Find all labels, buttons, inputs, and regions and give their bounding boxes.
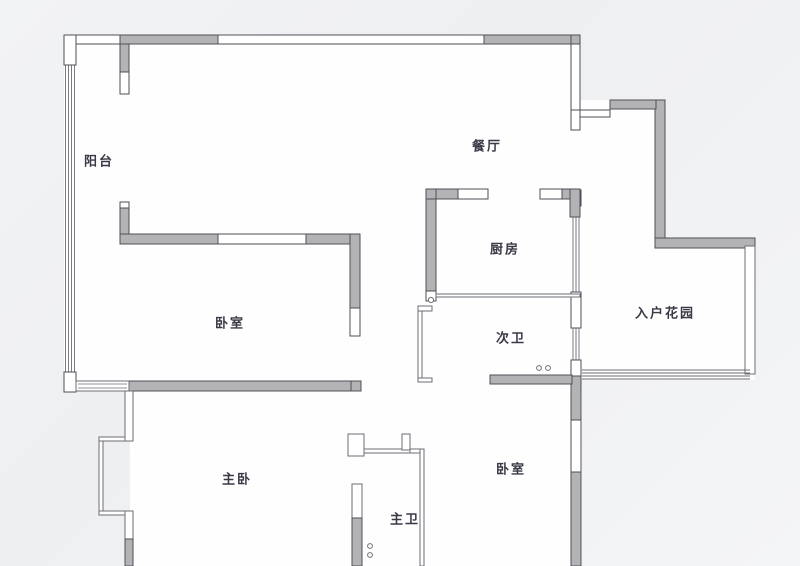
secondary-bath-wall-cap xyxy=(417,305,433,312)
master-left-wall-upper xyxy=(124,390,134,442)
spine-upper-glazing xyxy=(572,206,580,292)
bedroom-left-bottom-corner xyxy=(350,380,362,392)
balcony-access-glazing xyxy=(78,383,127,389)
master-bay-left-wall xyxy=(98,436,104,516)
balcony-access-opening xyxy=(75,380,130,392)
kitchen-bottom-wall xyxy=(435,293,581,298)
master-bath-top-left-jamb xyxy=(347,433,365,457)
balcony-corner-top xyxy=(63,34,77,66)
garden-wall-top xyxy=(609,99,657,110)
secondary-bath-walls xyxy=(417,305,573,385)
kitchen-top-window xyxy=(457,188,489,200)
top-window xyxy=(217,34,485,45)
master-bath-left-wall xyxy=(351,517,363,566)
top-wall-segment-left xyxy=(119,34,219,45)
kitchen-walls xyxy=(425,188,581,304)
bedroom-left-top-wall-a xyxy=(119,233,219,245)
bedroom-left-door-opening xyxy=(217,233,307,245)
top-wall-segment-right xyxy=(483,34,581,45)
bedroom-left-right-opening xyxy=(349,307,361,337)
top-right-corner xyxy=(570,34,581,45)
spine-block-c xyxy=(570,471,582,566)
master-left-wall-lower xyxy=(124,510,134,540)
spine-lower-glazing xyxy=(572,328,580,360)
dining-right-jamb xyxy=(570,109,581,131)
dining-right-window xyxy=(570,43,581,111)
garden-wall-horizontal xyxy=(654,237,756,249)
secondary-bath-wall-foot xyxy=(417,377,433,383)
master-bath-dot-a xyxy=(367,543,373,549)
outer-walls xyxy=(63,34,756,393)
left-bedroom-walls xyxy=(75,201,362,392)
garden-bottom-glazing xyxy=(582,369,750,380)
master-bedroom-walls xyxy=(98,390,134,566)
bedroom-left-wall-cap xyxy=(119,201,130,209)
central-spine-wall xyxy=(570,189,582,566)
bedroom-left-right-wall xyxy=(349,233,361,309)
bedroom-right-window xyxy=(570,419,582,473)
secondary-bath-dot-b xyxy=(545,365,551,371)
master-bath-right-wall xyxy=(419,448,425,566)
master-bath-left-window xyxy=(351,483,363,519)
dining-notch-ledge xyxy=(579,109,611,118)
balcony-divider-opening xyxy=(119,71,130,95)
spine-mid-jamb xyxy=(570,359,582,377)
interior-floor-fills xyxy=(64,35,755,566)
master-bath-dot-b xyxy=(367,552,373,558)
kitchen-hinge-dot xyxy=(427,296,435,304)
kitchen-left-wall xyxy=(425,198,437,292)
secondary-bath-dot-a xyxy=(536,365,542,371)
bedroom-left-wall-stub xyxy=(119,207,130,235)
kitchen-top-wall-a xyxy=(435,188,459,200)
kitchen-right-wall xyxy=(569,188,581,218)
balcony-divider-wall xyxy=(119,43,130,73)
garden-right-window xyxy=(744,245,756,375)
secondary-bath-bottom-wall xyxy=(489,374,573,385)
balcony-window-glazing xyxy=(65,64,75,372)
garden-wall-vertical xyxy=(654,99,666,249)
kitchen-corner-tl xyxy=(425,188,437,200)
bedroom-left-bottom-wall-a xyxy=(128,380,352,392)
balcony-corner-bottom xyxy=(63,371,77,393)
secondary-bath-left-wall xyxy=(417,308,423,382)
master-left-wall-base xyxy=(124,538,134,566)
master-bath-top-pier xyxy=(401,433,411,451)
master-bath-walls xyxy=(347,433,425,566)
